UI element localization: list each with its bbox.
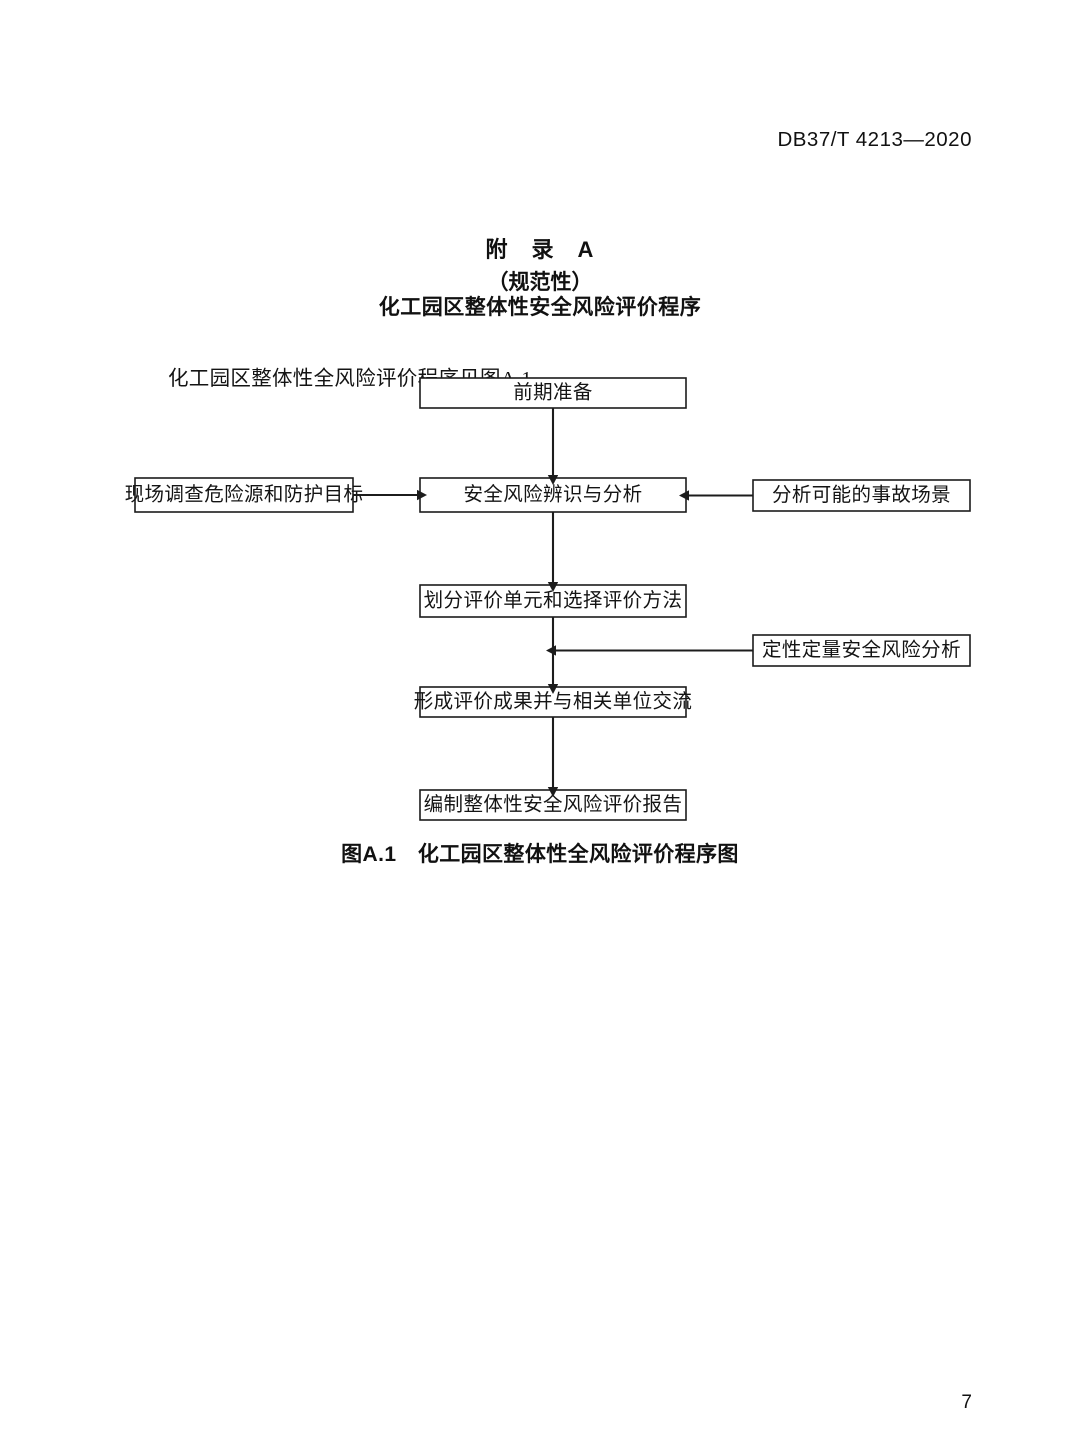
flowchart-node: 分析可能的事故场景 [752,479,971,512]
flowchart-node: 定性定量安全风险分析 [752,634,971,667]
page-number: 7 [961,1392,972,1413]
flowchart-node-label: 分析可能的事故场景 [772,484,951,506]
flowchart-node-label: 现场调查危险源和防护目标 [125,483,364,505]
flowchart-node: 形成评价成果并与相关单位交流 [414,686,693,718]
annex-name: 化工园区整体性安全风险评价程序 [378,296,702,319]
flowchart-node-label: 编制整体性安全风险评价报告 [424,793,683,815]
flowchart-node-label: 安全风险辨识与分析 [463,483,642,505]
annex-normative-note: （规范性） [487,271,593,294]
annex-title: 附 录 A [485,237,595,262]
running-header: DB37/T 4213—2020 [777,128,972,151]
figure-caption: 图A.1 化工园区整体性全风险评价程序图 [341,843,739,866]
flowchart-node: 前期准备 [419,377,687,409]
flowchart-node: 现场调查危险源和防护目标 [125,477,364,513]
flowchart-node-label: 定性定量安全风险分析 [762,639,961,661]
flowchart-node-label: 划分评价单元和选择评价方法 [424,589,683,611]
flowchart-node-label: 形成评价成果并与相关单位交流 [414,690,693,712]
flowchart-node-group: 前期准备安全风险辨识与分析划分评价单元和选择评价方法形成评价成果并与相关单位交流… [125,377,971,821]
flowchart-node: 编制整体性安全风险评价报告 [419,789,687,821]
flowchart-node: 安全风险辨识与分析 [419,477,687,513]
flowchart-edge-group [353,408,753,797]
flowchart-node: 划分评价单元和选择评价方法 [419,584,687,618]
risk-assessment-flowchart: 前期准备安全风险辨识与分析划分评价单元和选择评价方法形成评价成果并与相关单位交流… [125,377,971,821]
flowchart-node-label: 前期准备 [513,381,593,403]
